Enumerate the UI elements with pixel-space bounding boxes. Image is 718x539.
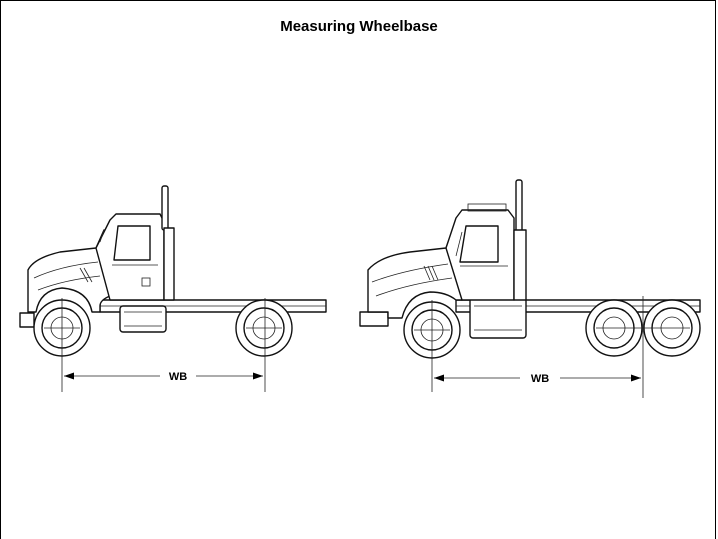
- truck-2-fuel-tank: [469, 297, 527, 339]
- diagram-title: Measuring Wheelbase: [280, 18, 438, 35]
- truck-2-cab: [445, 203, 515, 301]
- truck-2-wb-label: WB: [531, 373, 549, 385]
- truck-1-cab: [95, 213, 165, 301]
- truck-1-bumper: [19, 312, 35, 328]
- truck-1-exhaust-stack: [161, 185, 175, 301]
- truck-2-exhaust-stack: [513, 179, 527, 301]
- truck-1-wb-label: WB: [169, 371, 187, 383]
- truck-1-wheelbase-dimension: WB: [64, 371, 263, 383]
- truck-2-wheelbase-dimension: WB: [434, 373, 641, 385]
- truck-1-fuel-tank: [119, 305, 167, 333]
- truck-1-hood: [27, 229, 111, 313]
- truck-single-axle: WB: [19, 185, 327, 392]
- truck-2-bumper: [359, 311, 389, 327]
- truck-tandem-axle: WB: [359, 179, 701, 398]
- truck-2-hood: [367, 231, 463, 319]
